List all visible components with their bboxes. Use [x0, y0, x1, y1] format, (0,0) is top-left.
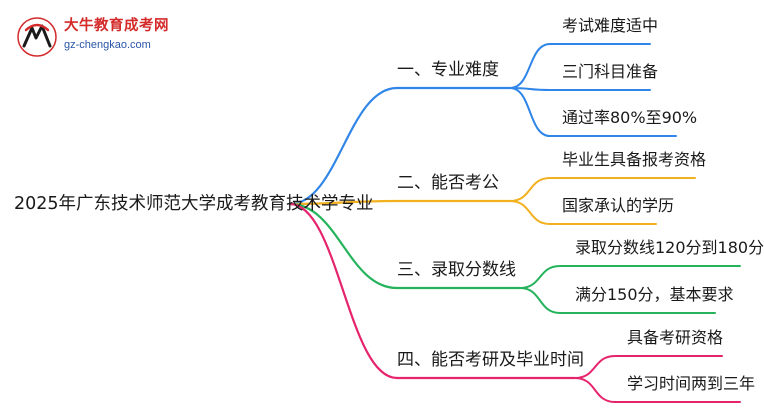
leaf-connector [519, 265, 741, 289]
root-topic: 2025年广东技术师范大学成考教育技术学专业 [14, 194, 374, 214]
logo-site-url: gz-chengkao.com [64, 39, 151, 51]
branch-connector [288, 86, 512, 206]
branch-connector [288, 199, 512, 206]
leaf-connector [574, 355, 723, 379]
leaf-recognized-degree: 国家承认的学历 [562, 196, 675, 215]
leaf-connector [509, 43, 651, 89]
leaf-postgrad-eligible: 具备考研资格 [627, 328, 724, 347]
leaf-connector [519, 287, 716, 314]
leaf-pass-rate: 通过率80%至90% [562, 108, 698, 127]
leaf-score-range: 录取分数线120分到180分 [575, 238, 764, 257]
leaf-connector [509, 177, 696, 202]
branch-difficulty: 一、专业难度 [397, 60, 499, 80]
leaf-difficulty-moderate: 考试难度适中 [562, 16, 659, 35]
site-logo: 大牛教育成考网 gz-chengkao.com [14, 16, 184, 58]
branch-connector [288, 202, 577, 380]
branch-connector [288, 202, 522, 290]
leaf-connector [574, 377, 741, 403]
branch-civil-service: 二、能否考公 [397, 173, 499, 193]
leaf-eligible-to-apply: 毕业生具备报考资格 [562, 150, 707, 169]
mascot-logo-icon [17, 17, 57, 57]
branch-postgrad-duration: 四、能否考研及毕业时间 [397, 350, 584, 370]
leaf-three-subjects: 三门科目准备 [562, 62, 659, 81]
leaf-full-score: 满分150分，基本要求 [575, 285, 734, 304]
leaf-connector [509, 87, 651, 91]
leaf-connector [509, 87, 677, 137]
branch-admission-score: 三、录取分数线 [397, 260, 516, 280]
leaf-study-duration: 学习时间两到三年 [627, 374, 756, 393]
logo-site-name: 大牛教育成考网 [64, 18, 169, 34]
leaf-connector [509, 200, 657, 225]
